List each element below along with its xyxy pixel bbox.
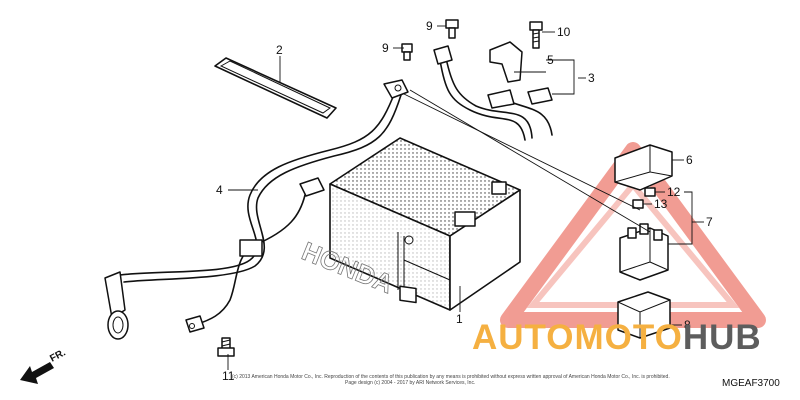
terminal-cover-5	[489, 41, 523, 83]
callout-10: 10	[557, 25, 571, 39]
relay-cover-8	[617, 291, 671, 339]
svg-text:AUTOMOTOHUB: AUTOMOTOHUB	[472, 318, 762, 357]
battery: HONDA	[297, 137, 521, 311]
callout-12: 12	[667, 185, 681, 199]
diagram-code: MGEAF3700	[722, 378, 780, 389]
callout-13: 13	[654, 197, 668, 211]
callout-4: 4	[216, 183, 223, 197]
callout-11: 11	[222, 369, 235, 383]
starter-relay-7	[619, 223, 669, 281]
callout-9-right: 9	[426, 19, 433, 33]
watermark-text-part1: AUTOMOTO	[472, 318, 683, 357]
front-direction-label: FR.	[48, 347, 68, 364]
fuse-12	[644, 187, 656, 197]
bolt-9-left	[401, 43, 413, 61]
bolt-11	[217, 337, 235, 357]
callout-8: 8	[684, 318, 691, 332]
watermark-brand: AUTOMOTOHUB	[472, 318, 762, 357]
front-arrow-icon	[20, 362, 54, 384]
leader-lines	[227, 25, 704, 370]
callout-7: 7	[706, 215, 713, 229]
front-direction-indicator: FR.	[20, 347, 68, 384]
callout-3: 3	[588, 71, 595, 85]
callout-2: 2	[276, 43, 283, 57]
bolt-9-right	[445, 19, 459, 39]
callout-9-left: 9	[382, 41, 389, 55]
relay-cover-6	[614, 144, 673, 191]
callout-6: 6	[686, 153, 693, 167]
bolt-10	[529, 21, 543, 49]
callout-5: 5	[547, 53, 554, 67]
callout-labels: 2 4 1 9 9 10 5 3 6 12 13 7 8 11	[216, 19, 713, 383]
copyright-line-1: (c) 2013 American Honda Motor Co., Inc. …	[232, 374, 670, 380]
copyright-line-2: Page design (c) 2004 - 2017 by ARI Netwo…	[345, 380, 475, 386]
callout-1: 1	[456, 312, 463, 326]
battery-band	[214, 57, 337, 119]
negative-cable	[104, 79, 409, 340]
watermark-text-part2: HUB	[683, 318, 762, 357]
positive-cable	[433, 45, 553, 141]
